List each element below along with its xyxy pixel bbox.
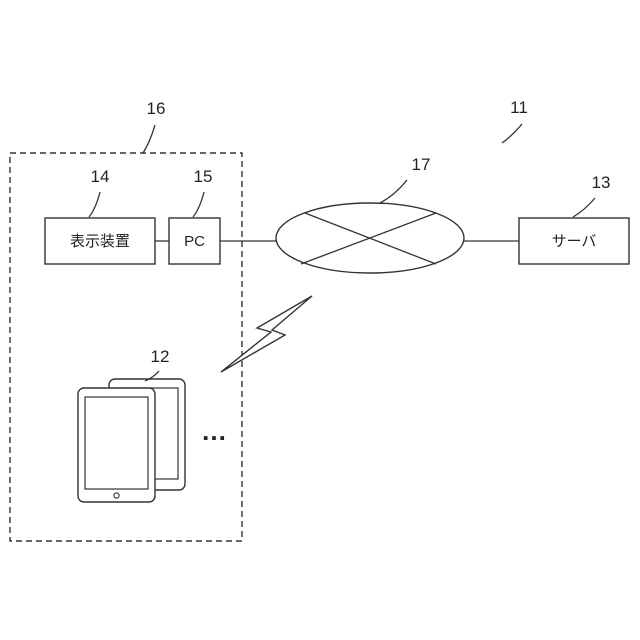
label-server: 13 [592, 173, 611, 192]
tablet-front-screen [85, 397, 148, 489]
pc-label: PC [184, 233, 205, 250]
label-group: 16 [147, 99, 166, 118]
leader-system [502, 124, 522, 143]
leader-pc [193, 192, 204, 217]
display-device-label: 表示装置 [70, 233, 130, 250]
label-pc: 15 [194, 167, 213, 186]
label-display: 14 [91, 167, 110, 186]
more-devices-ellipsis: … [201, 416, 227, 446]
label-network: 17 [412, 155, 431, 174]
label-tablet: 12 [151, 347, 170, 366]
label-system: 11 [510, 98, 528, 117]
lightning-bolt-icon [221, 296, 312, 372]
leader-server [573, 198, 595, 217]
tablet-home-button [114, 493, 119, 498]
leader-network [380, 180, 407, 203]
server-label: サーバ [552, 233, 597, 250]
leader-group [143, 125, 155, 153]
leader-display [89, 192, 100, 217]
tablet-icon [78, 379, 185, 502]
